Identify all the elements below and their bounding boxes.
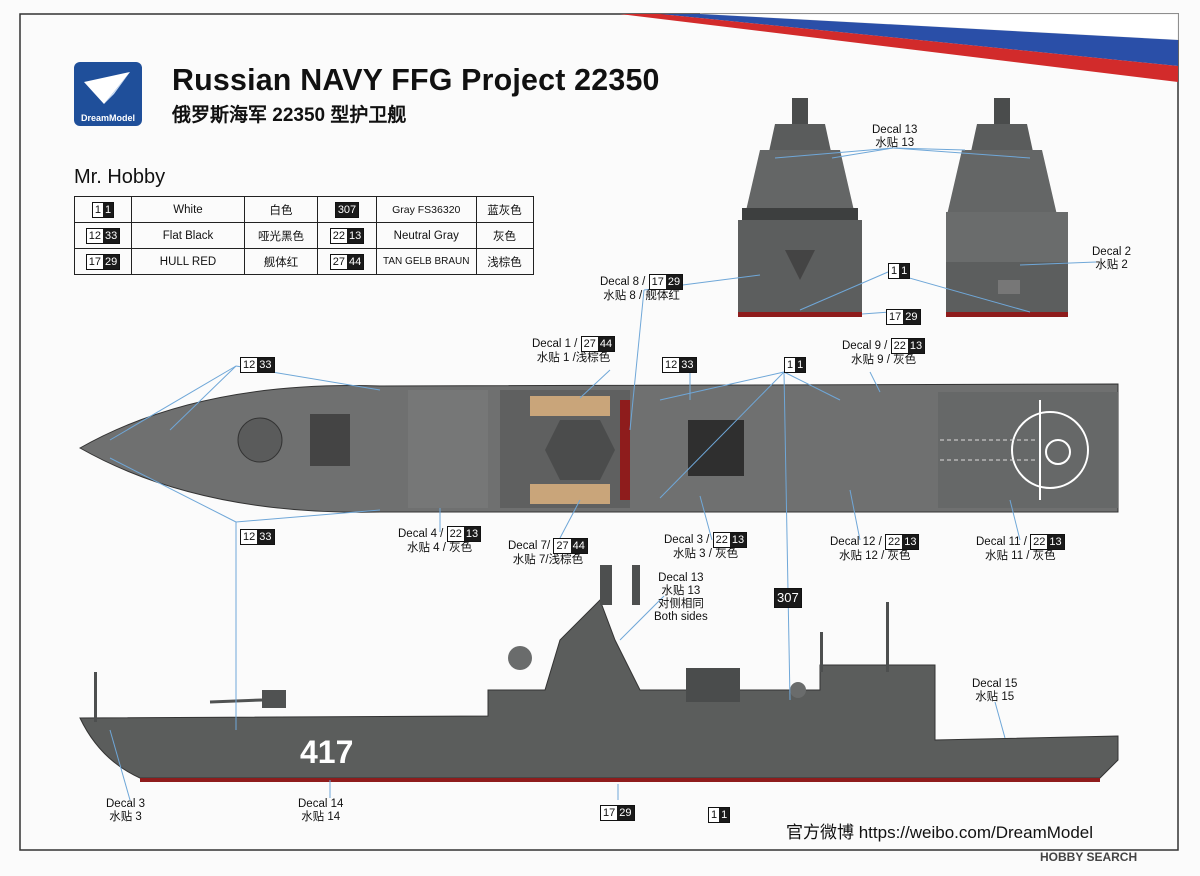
- badge-307: 307: [774, 588, 802, 608]
- page-title: Russian NAVY FFG Project 22350: [172, 62, 660, 97]
- paint-name: HULL RED: [131, 248, 245, 275]
- footer-weibo: 官方微博 https://weibo.com/DreamModel: [786, 823, 1094, 842]
- decal13-side-label: Decal 13 水贴 13 对侧相同 Both sides: [654, 572, 708, 623]
- rear-view: [946, 98, 1068, 317]
- paint-name-cn: 白色: [244, 196, 318, 223]
- paint-name: TAN GELB BRAUN: [376, 248, 477, 275]
- flag-stripes: [620, 13, 1179, 82]
- page-subtitle: 俄罗斯海军 22350 型护卫舰: [172, 105, 407, 126]
- paint-name: White: [131, 196, 245, 223]
- hull-number: 417: [300, 734, 354, 770]
- paint-code: 307: [334, 201, 360, 218]
- front-view: [738, 98, 862, 317]
- paint-name: Gray FS36320: [376, 196, 477, 223]
- watermark: HOBBY SEARCH: [1040, 850, 1138, 864]
- paint-brand: Mr. Hobby: [74, 166, 166, 188]
- paint-name-cn: 哑光黑色: [244, 222, 318, 249]
- paint-name-cn: 浅棕色: [475, 248, 534, 275]
- leader-lines: [109, 147, 1097, 801]
- logo-text: DreamModel: [80, 113, 135, 123]
- paint-name-cn: 舰体红: [244, 248, 318, 275]
- logo-plane-icon: [84, 72, 130, 104]
- top-view: [78, 383, 1119, 513]
- side-view: [79, 565, 1119, 782]
- paint-name-cn: 灰色: [475, 222, 534, 249]
- dreammodel-logo: DreamModel: [74, 62, 142, 126]
